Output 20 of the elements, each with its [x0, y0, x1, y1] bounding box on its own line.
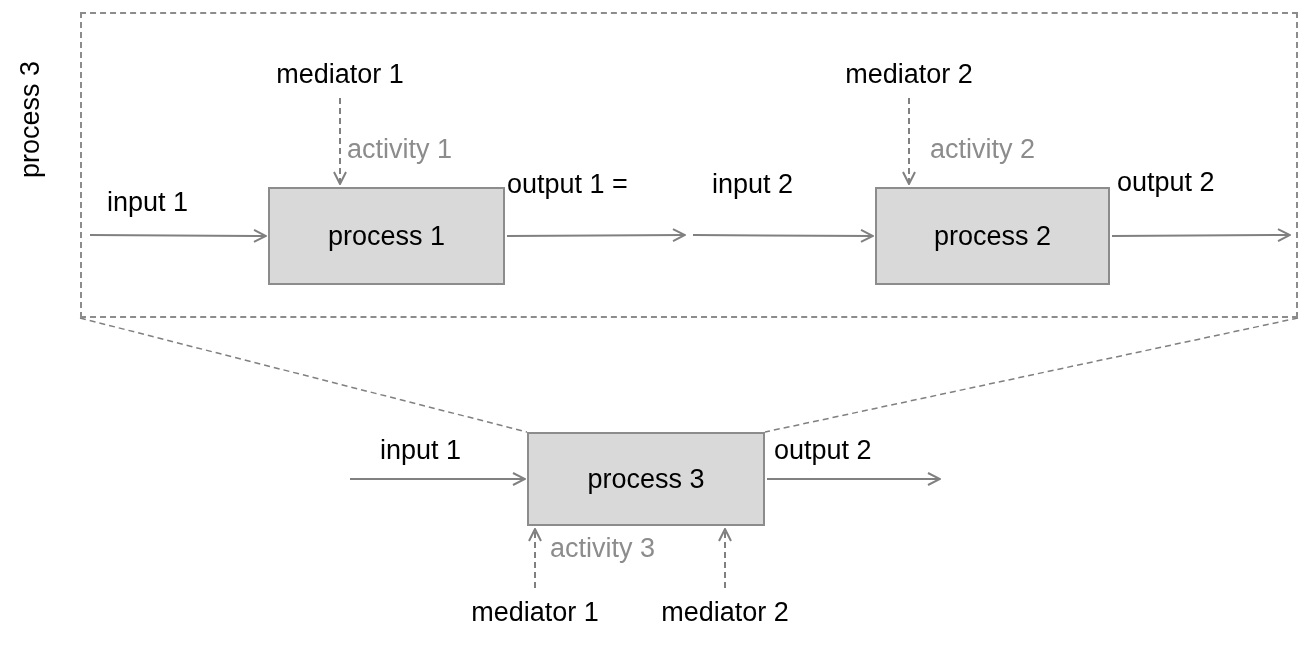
arrow	[766, 472, 941, 486]
text-label: mediator 2	[838, 52, 980, 96]
zoom-line	[764, 317, 1299, 433]
process-box: process 2	[875, 187, 1110, 285]
zoom-line	[79, 317, 528, 433]
dashed-arrow	[718, 528, 732, 589]
dashed-arrow	[528, 528, 542, 589]
text-label: mediator 2	[635, 590, 815, 634]
arrow	[506, 228, 686, 243]
arrow	[1111, 228, 1291, 243]
text-label: mediator 1	[445, 590, 625, 634]
arrow	[349, 472, 526, 486]
arrow	[89, 228, 267, 243]
process-box: process 3	[527, 432, 765, 526]
arrow	[692, 228, 874, 243]
process-box: process 1	[268, 187, 505, 285]
frame-title: process 3	[15, 60, 47, 179]
text-label: mediator 1	[270, 52, 410, 96]
dashed-arrow	[333, 97, 347, 185]
dashed-arrow	[902, 97, 916, 185]
